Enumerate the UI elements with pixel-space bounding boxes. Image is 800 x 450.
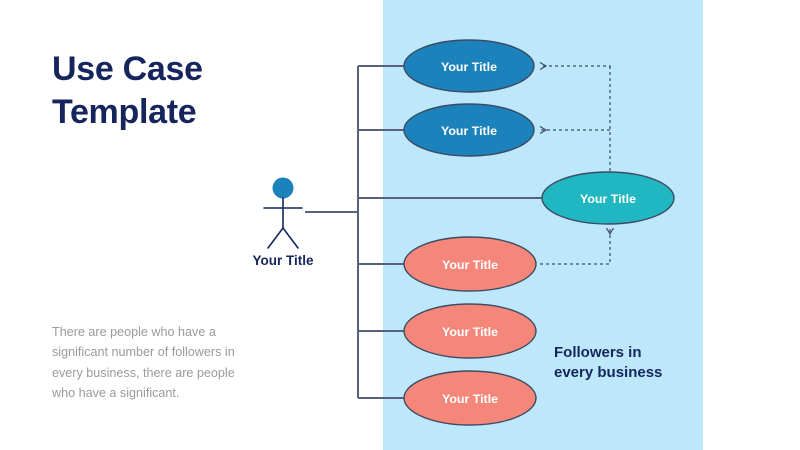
- panel-caption: Followers in every business: [554, 344, 663, 382]
- use-case-label: Your Title: [441, 60, 497, 74]
- actor-label: Your Title: [252, 253, 314, 268]
- use-case-ellipse[interactable]: Your Title: [403, 103, 535, 157]
- use-case-ellipse[interactable]: Your Title: [403, 236, 537, 292]
- page-title: Use Case Template: [52, 50, 203, 131]
- use-case-shape: [403, 303, 537, 359]
- use-case-label: Your Title: [442, 258, 498, 272]
- use-case-ellipse[interactable]: Your Title: [403, 39, 535, 93]
- use-case-label: Your Title: [580, 192, 636, 206]
- use-case-label: Your Title: [442, 392, 498, 406]
- use-case-label: Your Title: [442, 325, 498, 339]
- actor-leg-right-line: [282, 227, 299, 249]
- use-case-ellipse[interactable]: Your Title: [403, 303, 537, 359]
- body-paragraph: There are people who have a significant …: [52, 325, 235, 401]
- actor-head-icon: [272, 177, 294, 199]
- use-case-ellipse[interactable]: Your Title: [541, 171, 675, 225]
- use-case-shape: [403, 370, 537, 426]
- use-case-shape: [403, 103, 535, 157]
- use-case-shape: [403, 236, 537, 292]
- actor-leg-left-line: [267, 227, 284, 249]
- use-case-ellipse[interactable]: Your Title: [403, 370, 537, 426]
- use-case-label: Your Title: [441, 124, 497, 138]
- use-case-shape: [403, 39, 535, 93]
- use-case-shape: [541, 171, 675, 225]
